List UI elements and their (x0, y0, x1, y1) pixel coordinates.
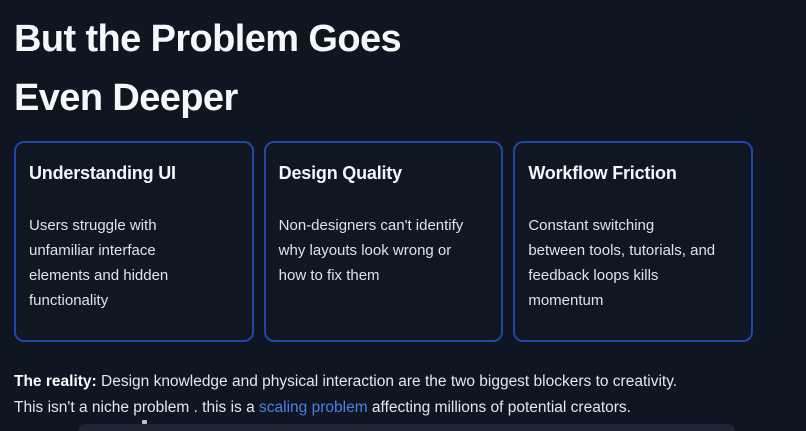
card-body: Constant switching between tools, tutori… (528, 217, 716, 309)
card-body: Users struggle with unfamiliar interface… (29, 217, 169, 309)
reality-paragraph: The reality: Design knowledge and physic… (14, 369, 792, 421)
card-design-quality: Design Quality Non-designers can't ident… (263, 141, 504, 342)
bottom-panel-peek (78, 424, 735, 431)
card-understanding-ui: Understanding UI Users struggle with unf… (14, 141, 254, 342)
page-title: But the Problem Goes Even Deeper (14, 10, 792, 128)
scaling-problem-link[interactable]: scaling problem (259, 399, 368, 416)
page-title-line-2: Even Deeper (14, 77, 238, 119)
page-title-line-1: But the Problem Goes (14, 18, 402, 60)
reality-line2-tail: affecting millions of potential creators… (367, 399, 631, 416)
card-body: Non-designers can't identify why layouts… (278, 217, 464, 284)
reality-line1-text: Design knowledge and physical interactio… (96, 373, 678, 390)
card-title: Design Quality (278, 163, 402, 183)
reality-line2-text: This isn't a niche problem . this is a (14, 399, 260, 416)
problem-cards-row: Understanding UI Users struggle with unf… (14, 141, 754, 342)
reality-bold-label: The reality: (14, 373, 97, 390)
card-workflow-friction: Workflow Friction Constant switching bet… (513, 141, 754, 342)
card-title: Workflow Friction (528, 163, 677, 183)
card-title: Understanding UI (29, 163, 176, 183)
